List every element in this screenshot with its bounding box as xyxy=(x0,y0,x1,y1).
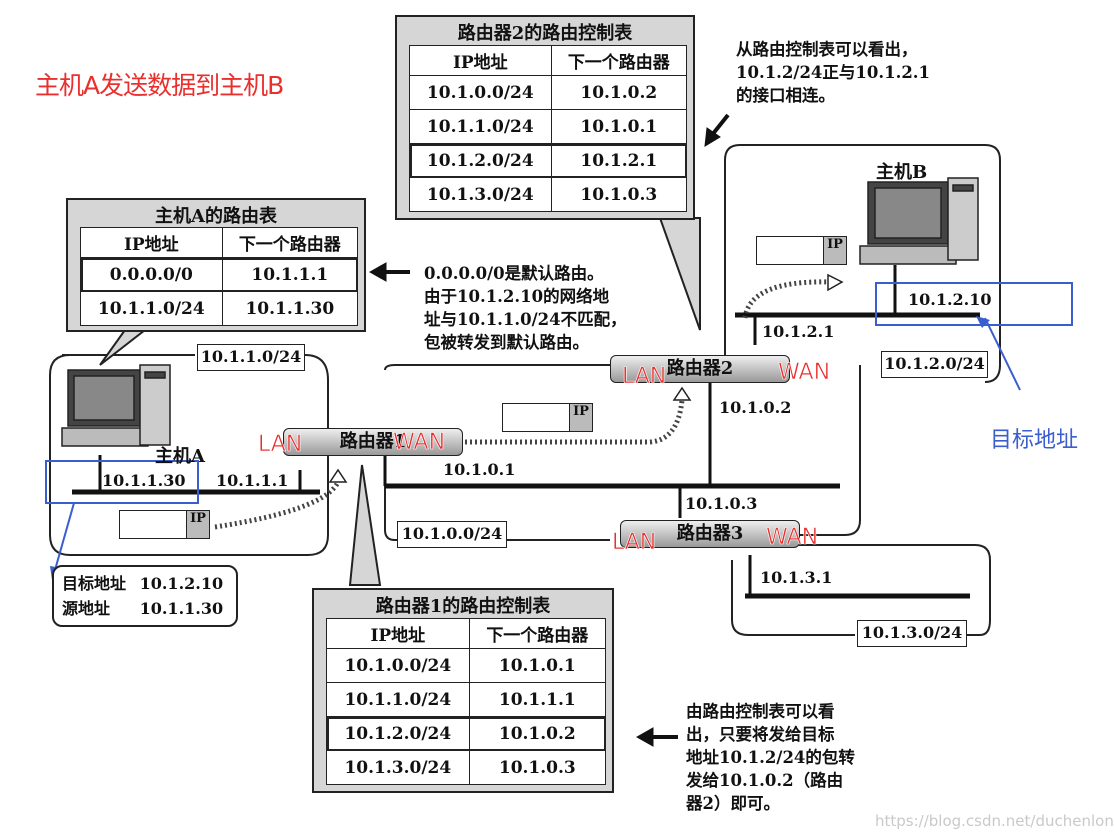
packet-dst-value: 10.1.2.10 xyxy=(139,574,224,593)
hostA-address: 10.1.1.30 xyxy=(102,471,186,490)
note-default-route: 0.0.0.0/0是默认路由。 由于10.1.2.10的网络地 址与10.1.1… xyxy=(424,262,627,354)
note-router2: 从路由控制表可以看出， 10.1.2/24正与10.1.2.1 的接口相连。 xyxy=(736,38,930,107)
table-cell: 10.1.3.0/24 xyxy=(326,750,470,785)
network-label-b: 10.1.2.0/24 xyxy=(881,351,988,378)
ip-header-tag: IP xyxy=(823,237,846,264)
table-cell: 10.1.0.3 xyxy=(550,177,688,212)
column-header-ip: IP地址 xyxy=(409,45,552,76)
ip-header-tag: IP xyxy=(186,511,209,538)
packet-src-value: 10.1.1.30 xyxy=(139,599,224,618)
hostA-label: 主机A xyxy=(155,446,205,467)
column-header-next-hop: 下一个路由器 xyxy=(221,227,359,258)
router2-lan-address: 10.1.2.1 xyxy=(762,322,835,341)
table-cell: 10.1.0.0/24 xyxy=(409,75,552,110)
note-line: 由于10.1.2.10的网络地 xyxy=(424,287,610,306)
router1-lan-address: 10.1.1.1 xyxy=(216,471,289,490)
table-cell: 10.1.1.0/24 xyxy=(80,291,223,326)
table-cell-highlighted: 10.1.1.1 xyxy=(221,257,359,292)
table-cell: 10.1.1.0/24 xyxy=(326,682,470,717)
packet-router1: IP xyxy=(502,403,593,432)
router3: 路由器3 xyxy=(620,520,800,548)
table-cell: 10.1.1.30 xyxy=(221,291,359,326)
packet-dst-row: 目标地址 10.1.2.10 xyxy=(62,571,228,596)
ip-header-tag: IP xyxy=(569,404,592,431)
router2-lan-tag: LAN xyxy=(622,364,667,390)
router2-label: 路由器2 xyxy=(666,358,734,379)
packet-src-label: 源地址 xyxy=(62,599,111,618)
packet-dst-label: 目标地址 xyxy=(62,574,127,593)
note-line: 包被转发到默认路由。 xyxy=(424,333,589,352)
table-cell: 10.1.0.1 xyxy=(468,648,607,683)
router1: 路由器1 xyxy=(283,428,463,456)
network-label-c: 10.1.3.0/24 xyxy=(857,620,967,647)
target-address-label: 目标地址 xyxy=(990,428,1079,453)
note-line: 10.1.2/24正与10.1.2.1 xyxy=(736,63,931,82)
table-cell-highlighted: 10.1.2.1 xyxy=(550,143,688,178)
router3-lan-tag: LAN xyxy=(612,530,657,556)
column-header-next-hop: 下一个路由器 xyxy=(468,618,607,649)
note-line: 器2）即可。 xyxy=(686,794,780,813)
router3-wan-address: 10.1.0.3 xyxy=(685,494,758,513)
note-line: 由路由控制表可以看 xyxy=(686,702,835,721)
note-line: 出，只要将发给目标 xyxy=(686,725,835,744)
router2-wan-tag: WAN xyxy=(778,360,831,386)
table-cell-highlighted: 10.1.2.0/24 xyxy=(326,716,470,751)
router2-wan-address: 10.1.0.2 xyxy=(719,398,792,417)
note-line: 址与10.1.1.0/24不匹配， xyxy=(424,310,627,329)
note-router1: 由路由控制表可以看 出，只要将发给目标 地址10.1.2/24的包转 发给10.… xyxy=(686,700,855,815)
note-line: 的接口相连。 xyxy=(736,86,835,105)
column-header-ip: IP地址 xyxy=(326,618,470,649)
router1-lan-tag: LAN xyxy=(258,432,303,458)
column-header-ip: IP地址 xyxy=(80,227,223,258)
router1-table-title: 路由器1的路由控制表 xyxy=(375,596,551,617)
network-label-core: 10.1.0.0/24 xyxy=(397,521,507,548)
note-line: 0.0.0.0/0是默认路由。 xyxy=(424,264,604,283)
packet-hostA: IP xyxy=(119,510,210,539)
router3-lan-address: 10.1.3.1 xyxy=(760,568,833,587)
packet-src-row: 源地址 10.1.1.30 xyxy=(62,596,228,621)
table-cell: 10.1.0.1 xyxy=(550,109,688,144)
table-cell: 10.1.0.3 xyxy=(468,750,607,785)
table-cell-highlighted: 0.0.0.0/0 xyxy=(80,257,223,292)
table-cell: 10.1.0.0/24 xyxy=(326,648,470,683)
packet-hostB: IP xyxy=(756,236,847,265)
router1-wan-address: 10.1.0.1 xyxy=(443,460,516,479)
watermark: https://blog.csdn.net/duchenlong xyxy=(875,812,1114,830)
network-label-a: 10.1.1.0/24 xyxy=(197,344,305,371)
table-cell-highlighted: 10.1.2.0/24 xyxy=(409,143,552,178)
router2-table-title: 路由器2的路由控制表 xyxy=(457,23,633,44)
table-cell: 10.1.3.0/24 xyxy=(409,177,552,212)
table-cell-highlighted: 10.1.0.2 xyxy=(468,716,607,751)
hostB-label: 主机B xyxy=(876,162,928,183)
note-line: 地址10.1.2/24的包转 xyxy=(686,748,855,767)
note-line: 发给10.1.0.2（路由 xyxy=(686,771,844,790)
page-title: 主机A发送数据到主机B xyxy=(35,71,284,100)
router2: 路由器2 xyxy=(610,355,790,383)
router3-wan-tag: WAN xyxy=(766,525,819,551)
hostA-table-title: 主机A的路由表 xyxy=(155,206,277,227)
table-cell: 10.1.1.1 xyxy=(468,682,607,717)
router1-label: 路由器1 xyxy=(339,431,407,452)
router1-wan-tag: WAN xyxy=(393,430,446,456)
table-cell: 10.1.0.2 xyxy=(550,75,688,110)
table-cell: 10.1.1.0/24 xyxy=(409,109,552,144)
hostB-address: 10.1.2.10 xyxy=(908,290,992,309)
packet-info-box: 目标地址 10.1.2.10 源地址 10.1.1.30 xyxy=(52,565,238,627)
router3-label: 路由器3 xyxy=(676,523,744,544)
note-line: 从路由控制表可以看出， xyxy=(736,40,918,59)
column-header-next-hop: 下一个路由器 xyxy=(550,45,688,76)
